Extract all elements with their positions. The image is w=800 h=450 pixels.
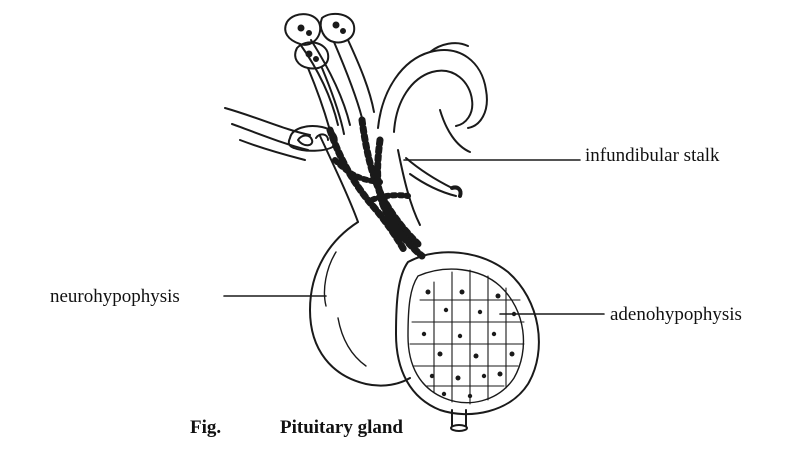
bottom-vessel (450, 409, 468, 432)
adenohypophysis-lobe (395, 251, 540, 416)
label-neurohypophysis: neurohypophysis (50, 286, 180, 307)
stalk-outline (319, 135, 463, 226)
portal-vessels (326, 116, 426, 260)
upper-vessel-loop (377, 42, 488, 153)
leader-lines (223, 159, 605, 315)
label-adenohypophysis: adenohypophysis (610, 304, 742, 325)
left-nerve-fibers (224, 107, 311, 161)
figure-caption-prefix: Fig. (190, 417, 222, 438)
figure-caption-title: Pituitary gland (280, 417, 403, 438)
neuron-cell-bodies (284, 12, 375, 139)
label-infundibular-stalk: infundibular stalk (585, 145, 720, 166)
neurohypophysis-lobe (309, 221, 411, 387)
